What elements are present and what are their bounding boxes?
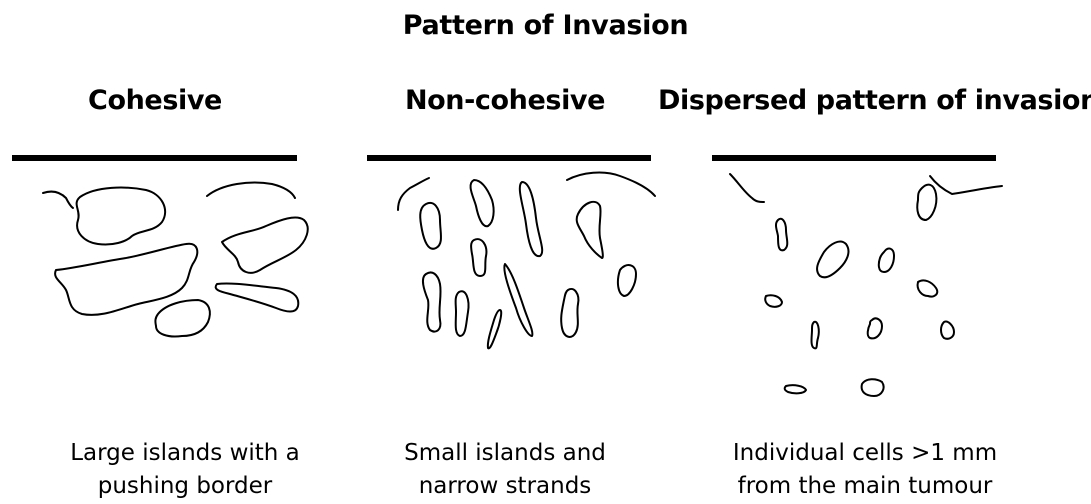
cohesive-island-bottom — [155, 300, 209, 337]
panel-non-cohesive-drawing — [367, 158, 655, 348]
dispersed-cell-11 — [862, 379, 884, 396]
panel-cohesive-drawing — [12, 158, 308, 337]
noncohesive-island-5 — [618, 265, 636, 296]
caption-cohesive: Large islands with a pushing border — [30, 437, 340, 503]
cohesive-island-top — [77, 188, 166, 245]
noncohesive-island-4 — [577, 202, 603, 258]
dispersed-cell-9 — [941, 322, 954, 339]
caption-dispersed-line2: from the main tumour — [695, 470, 1035, 503]
cohesive-border-fragment-left — [43, 192, 73, 208]
caption-cohesive-line2: pushing border — [30, 470, 340, 503]
panel-dispersed-drawing — [712, 158, 1002, 396]
caption-dispersed-line1: Individual cells >1 mm — [695, 437, 1035, 470]
dispersed-cell-10 — [785, 385, 806, 393]
dispersed-border-fragment-left — [730, 174, 764, 202]
noncohesive-island-3 — [471, 239, 486, 276]
caption-cohesive-line1: Large islands with a — [30, 437, 340, 470]
cohesive-border-fragment-right — [207, 183, 295, 199]
cohesive-island-right — [222, 218, 308, 273]
caption-non-cohesive: Small islands and narrow strands — [350, 437, 660, 503]
caption-non-cohesive-line2: narrow strands — [350, 470, 660, 503]
dispersed-cell-7 — [812, 322, 819, 349]
noncohesive-island-1 — [420, 203, 441, 249]
caption-dispersed: Individual cells >1 mm from the main tum… — [695, 437, 1035, 503]
noncohesive-island-2 — [471, 180, 494, 226]
noncohesive-strand-3 — [488, 310, 501, 348]
noncohesive-island-8 — [561, 289, 578, 337]
dispersed-cell-8 — [868, 318, 882, 338]
cohesive-island-large — [55, 244, 197, 315]
noncohesive-island-7 — [456, 291, 469, 336]
noncohesive-border-fragment-right — [567, 173, 655, 196]
dispersed-cell-5 — [918, 280, 938, 296]
caption-non-cohesive-line1: Small islands and — [350, 437, 660, 470]
dispersed-cell-6 — [765, 295, 782, 307]
cohesive-island-wedge — [216, 283, 299, 311]
dispersed-cell-2 — [776, 219, 787, 251]
dispersed-border-fragment-right — [930, 176, 1002, 194]
noncohesive-island-6 — [423, 272, 441, 331]
noncohesive-strand-1 — [520, 182, 542, 256]
dispersed-cell-3 — [817, 242, 848, 278]
dispersed-cell-1 — [917, 185, 936, 220]
dispersed-cell-4 — [879, 249, 894, 272]
noncohesive-strand-2 — [504, 264, 532, 336]
